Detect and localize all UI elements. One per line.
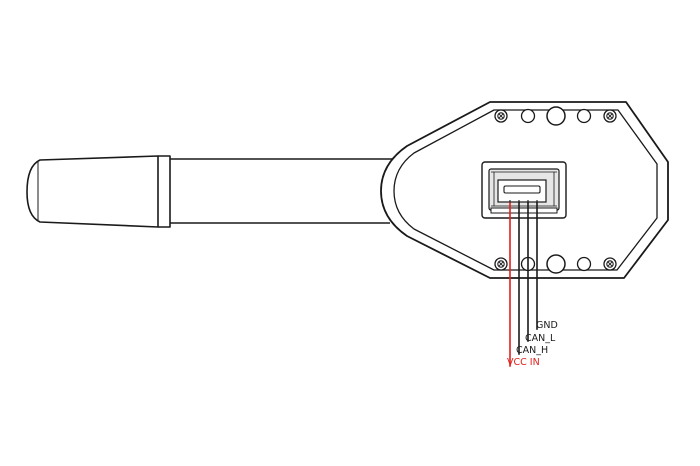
hole-top-1 [520, 108, 536, 124]
can-connector [481, 161, 567, 219]
screw-bottom-left [494, 257, 508, 271]
wire-harness [509, 202, 538, 367]
label-can-l: CAN_L [525, 333, 556, 344]
label-can-h: CAN_H [516, 345, 548, 356]
connector-pins [509, 200, 538, 204]
handle-assembly [26, 155, 392, 228]
handle-shaft [170, 158, 392, 224]
hole-bottom-3 [576, 256, 592, 272]
screw-top-right [603, 109, 617, 123]
connector-housing-detail [491, 171, 557, 207]
connector-latch [503, 185, 541, 194]
handle-grip [158, 155, 171, 228]
hole-top-center [546, 106, 566, 126]
screw-bottom-right [603, 257, 617, 271]
screw-top-left [494, 109, 508, 123]
connector-base [490, 207, 558, 214]
hole-top-3 [576, 108, 592, 124]
hole-bottom-center [546, 254, 566, 274]
label-gnd: GND [536, 320, 558, 331]
label-vcc-in: VCC IN [507, 357, 540, 368]
head-outer-outline [380, 101, 669, 279]
top-fastener-row [494, 106, 617, 126]
handle-tip [26, 155, 159, 228]
